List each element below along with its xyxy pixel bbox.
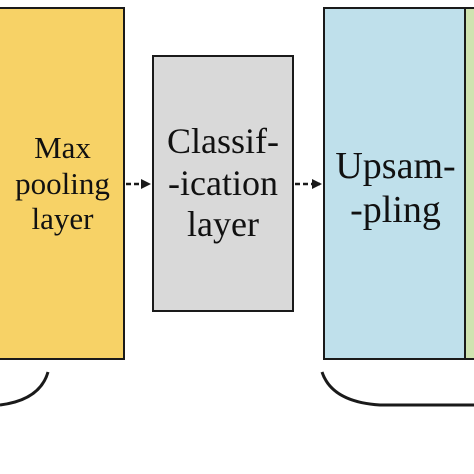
left-brace-curve <box>0 371 50 407</box>
upsampling-label-line-2: -pling <box>350 188 441 231</box>
max-pooling-label-line-1: Max <box>34 130 91 166</box>
max-pooling-label-line-3: layer <box>31 201 94 237</box>
next-layer-block <box>464 7 474 360</box>
classification-label-line-1: Classif- <box>167 121 279 162</box>
classification-layer-block: Classif- -ication layer <box>152 55 294 312</box>
upsampling-label-line-1: Upsam- <box>335 144 456 187</box>
max-pooling-label-line-2: pooling <box>15 165 110 201</box>
upsampling-layer-block: Upsam- -pling <box>323 7 468 360</box>
max-pooling-layer-block: Max pooling layer <box>0 7 125 360</box>
classification-label-line-2: -ication <box>168 162 278 203</box>
classification-label-line-3: layer <box>187 204 259 245</box>
right-brace-curve <box>320 371 474 407</box>
